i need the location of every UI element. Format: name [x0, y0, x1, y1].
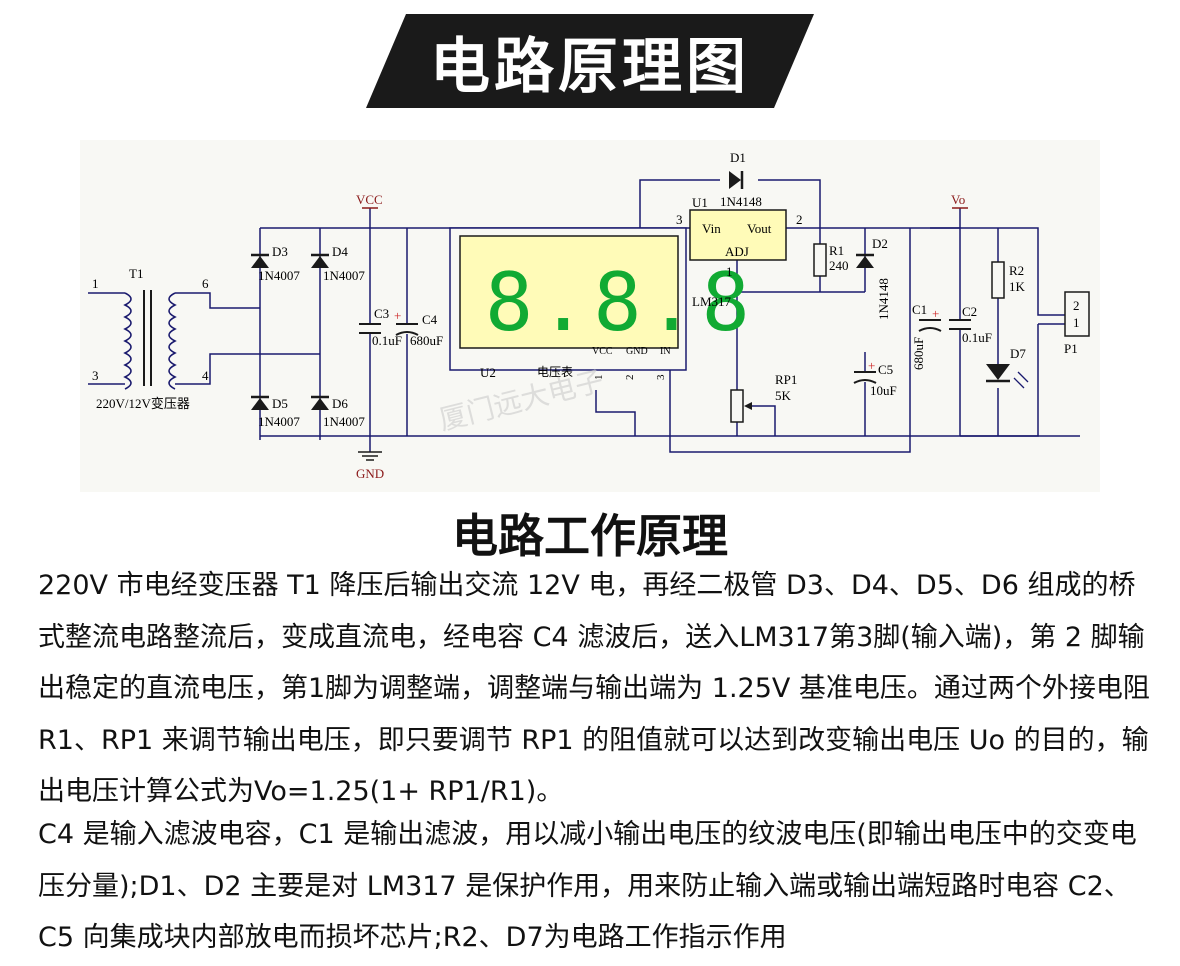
gnd-text: GND	[356, 466, 384, 481]
u1-ref: U1	[692, 195, 708, 210]
c4-value: 680uF	[410, 333, 443, 348]
c1-value: 680uF	[911, 337, 926, 370]
rp1-value: 5K	[775, 388, 792, 403]
vo-label: Vo	[951, 192, 968, 209]
transformer-pin1: 1	[92, 276, 99, 291]
page-title: 电路原理图	[430, 31, 750, 102]
diode-d6: D6 1N4007	[311, 395, 365, 429]
potentiometer-rp1: RP1 5K	[730, 372, 797, 423]
r2-value: 1K	[1009, 279, 1026, 294]
capacitor-c5: + C5 10uF	[853, 358, 897, 398]
connector-p1: 2 1 P1	[1064, 291, 1090, 356]
meter-ref: U2	[480, 365, 496, 380]
d6-ref: D6	[332, 396, 348, 411]
meter-name: 电压表	[537, 365, 573, 379]
diode-d2: D2 1N4148	[856, 236, 891, 320]
p1-pin2: 2	[1073, 298, 1080, 313]
regulator-u1: U1 3 2 Vin Vout ADJ 1 LM317	[676, 195, 803, 309]
c3-value: 0.1uF	[372, 333, 402, 348]
description-paragraph-2: C4 是输入滤波电容，C1 是输出滤波，用以减小输出电压的纹波电压(即输出电压中…	[38, 819, 1137, 953]
p1-pin1: 1	[1073, 315, 1080, 330]
rp1-ref: RP1	[775, 372, 797, 387]
r1-ref: R1	[829, 243, 844, 258]
title-banner	[366, 14, 814, 108]
c2-value: 0.1uF	[962, 330, 992, 345]
circuit-schematic: T1 1 3 6 4 220V/12V变压器 D3 1N4007 D4 1N40…	[80, 140, 1100, 492]
capacitor-c2: C2 0.1uF	[948, 304, 992, 345]
transformer-t1: T1 1 3 6 4 220V/12V变压器	[92, 266, 209, 411]
vo-text: Vo	[951, 192, 965, 207]
r2-ref: R2	[1009, 263, 1024, 278]
diode-d4: D4 1N4007	[311, 244, 365, 283]
d1-ref: D1	[730, 150, 746, 165]
transformer-caption: 220V/12V变压器	[96, 396, 190, 411]
u1-pin1: 1	[726, 264, 733, 279]
c4-ref: C4	[422, 312, 438, 327]
transformer-ref: T1	[129, 266, 143, 281]
gnd-symbol: GND	[356, 451, 384, 481]
d7-ref: D7	[1010, 346, 1026, 361]
d2-part: 1N4148	[876, 278, 891, 320]
r1-value: 240	[829, 258, 849, 273]
capacitor-c1: + C1 680uF	[911, 302, 942, 370]
c5-value: 10uF	[870, 383, 897, 398]
meter-pin-in: IN	[660, 346, 671, 357]
vcc-text: VCC	[356, 192, 383, 207]
c4-plus: +	[394, 308, 401, 323]
c2-ref: C2	[962, 304, 977, 319]
u1-pin3: 3	[676, 212, 683, 227]
transformer-pin6: 6	[202, 276, 209, 291]
c1-ref: C1	[912, 302, 927, 317]
meter-pin2: 2	[624, 375, 636, 381]
u1-vin: Vin	[702, 221, 721, 236]
d3-part: 1N4007	[258, 268, 300, 283]
u1-pin2: 2	[796, 212, 803, 227]
c3-ref: C3	[374, 306, 389, 321]
capacitor-c4: + C4 680uF	[394, 308, 443, 348]
c5-plus: +	[868, 358, 875, 373]
section-title: 电路工作原理	[452, 509, 728, 563]
d3-ref: D3	[272, 244, 288, 259]
u1-adj: ADJ	[725, 244, 749, 259]
diode-d5: D5 1N4007	[251, 395, 300, 429]
c5-ref: C5	[878, 362, 893, 377]
d4-ref: D4	[332, 244, 348, 259]
d2-ref: D2	[872, 236, 888, 251]
led-d7: D7	[986, 346, 1029, 389]
d1-part: 1N4148	[720, 194, 762, 209]
c1-plus: +	[932, 306, 939, 321]
resistor-r2: R2 1K	[991, 261, 1026, 299]
u1-vout: Vout	[747, 221, 772, 236]
transformer-pin3: 3	[92, 368, 99, 383]
resistor-r1: R1 240	[813, 243, 849, 277]
d5-part: 1N4007	[258, 414, 300, 429]
voltmeter-u2: 8.8.8 U2 电压表 VCC GND IN 1 2 3	[449, 227, 756, 381]
d6-part: 1N4007	[323, 414, 365, 429]
diode-d3: D3 1N4007	[251, 244, 300, 283]
meter-pin-gnd: GND	[626, 346, 648, 357]
capacitor-c3: C3 0.1uF	[358, 306, 402, 348]
transformer-pin4: 4	[202, 368, 209, 383]
meter-pin-vcc: VCC	[592, 346, 613, 357]
description-paragraph-1: 220V 市电经变压器 T1 降压后输出交流 12V 电，再经二极管 D3、D4…	[38, 570, 1150, 807]
u1-part: LM317	[692, 294, 732, 309]
d5-ref: D5	[272, 396, 288, 411]
meter-pin3: 3	[655, 374, 667, 380]
meter-pin1: 1	[593, 375, 605, 381]
d4-part: 1N4007	[323, 268, 365, 283]
p1-ref: P1	[1064, 341, 1078, 356]
diode-d1: D1 1N4148	[720, 150, 762, 209]
meter-display: 8.8.8	[485, 256, 756, 349]
vcc-label: VCC	[356, 192, 383, 209]
